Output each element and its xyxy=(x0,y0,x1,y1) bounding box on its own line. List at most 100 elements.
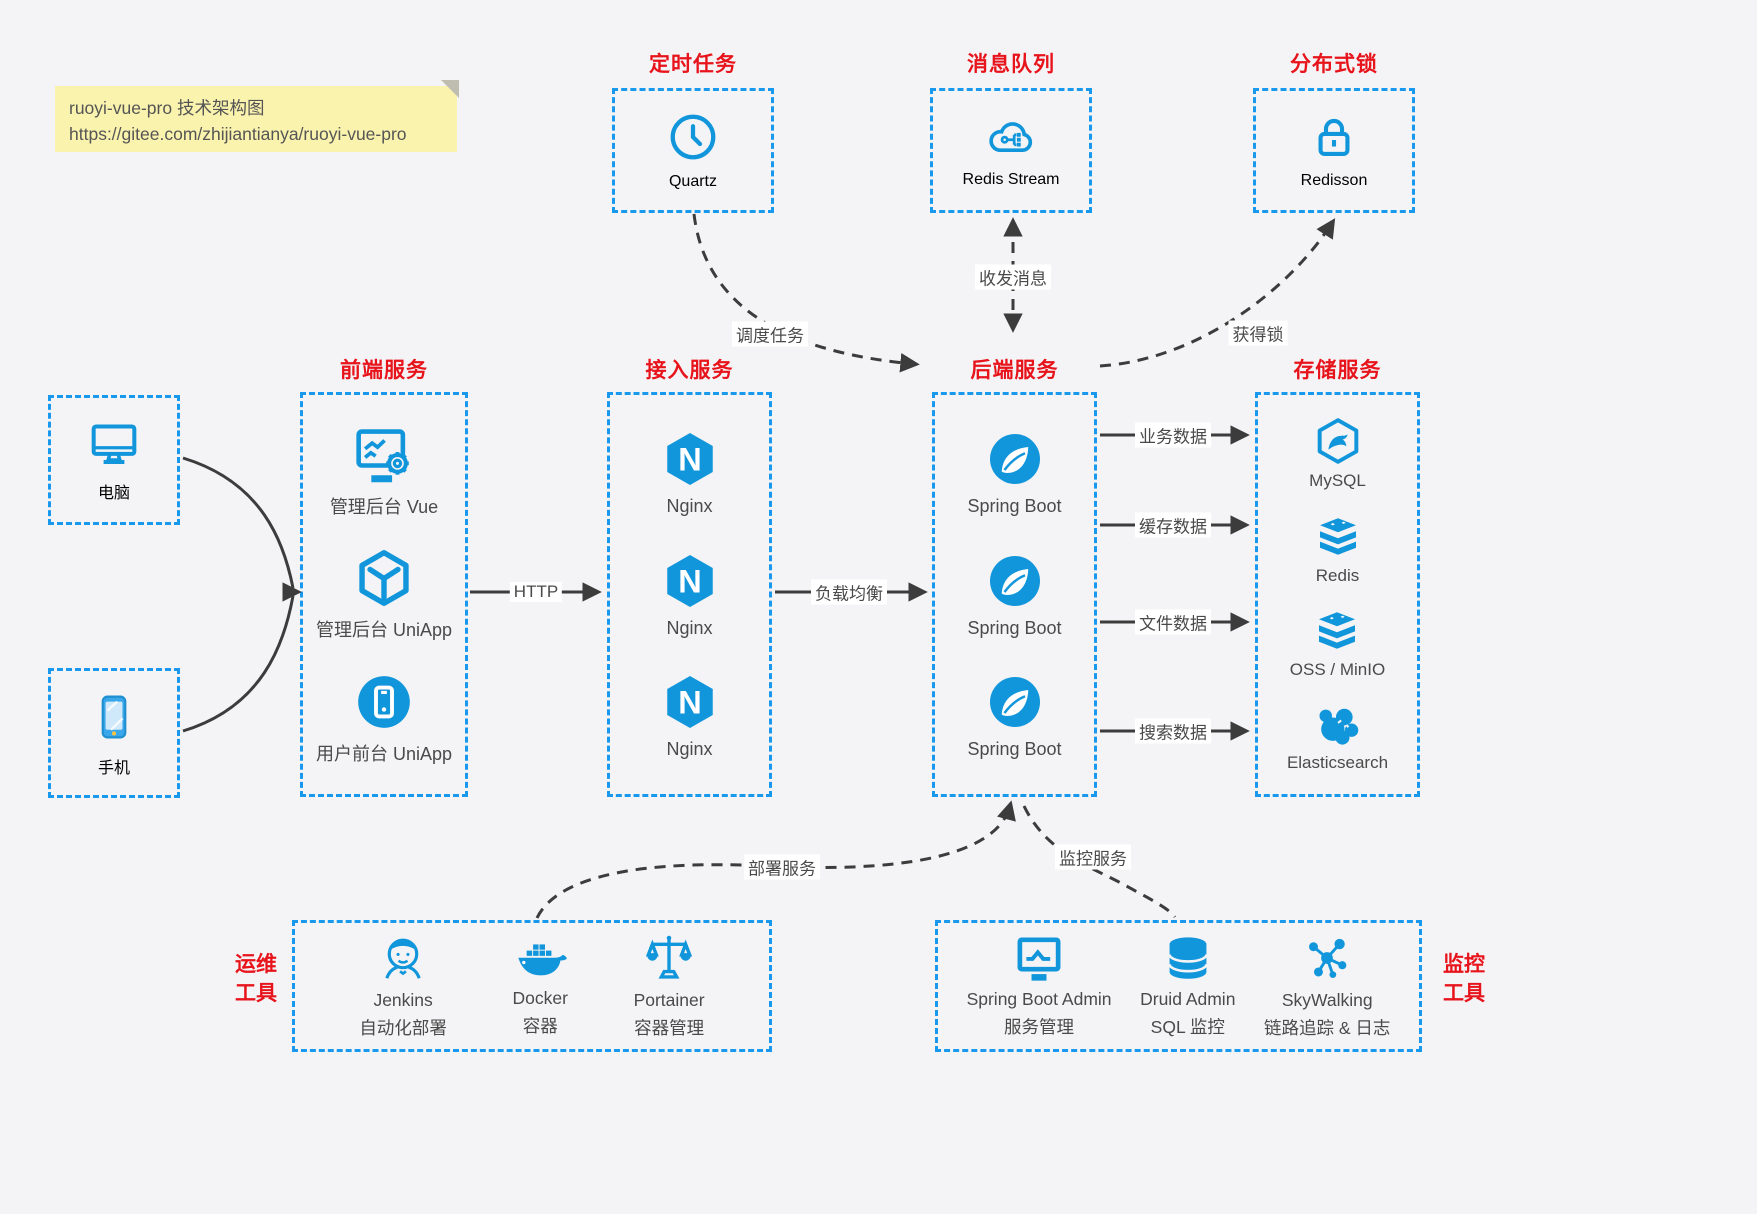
group-title-distributed-lock: 分布式锁 xyxy=(1290,53,1378,76)
node-redis: Redis xyxy=(1314,513,1362,586)
node-admin-uniapp: 管理后台 UniApp xyxy=(316,547,452,642)
clock-icon xyxy=(666,110,720,164)
edge-label-load-balance: 负载均衡 xyxy=(811,579,887,605)
node-nginx-3: N Nginx xyxy=(660,672,720,760)
ops-group-label-line2: 工具 xyxy=(235,982,277,1006)
group-title-scheduled-tasks: 定时任务 xyxy=(649,53,737,76)
edge-label-deploy-service: 部署服务 xyxy=(744,854,820,880)
desktop-icon xyxy=(85,418,143,470)
node-oss-minio: OSS / MinIO xyxy=(1290,607,1385,680)
column-title-backend: 后端服务 xyxy=(970,359,1059,382)
client-phone-box: 手机 xyxy=(48,668,180,798)
cube-icon xyxy=(353,547,415,609)
node-portainer: Portainer 容器管理 xyxy=(634,931,705,1040)
node-label: Redis Stream xyxy=(962,171,1060,188)
node-jenkins: Jenkins 自动化部署 xyxy=(359,931,447,1040)
quartz-box: Quartz xyxy=(612,88,774,213)
edge-label-cache-data: 缓存数据 xyxy=(1135,512,1211,538)
node-label: Spring Boot xyxy=(967,495,1062,516)
svg-text:N: N xyxy=(678,563,701,599)
node-label: Nginx xyxy=(666,617,713,638)
nginx-icon: N xyxy=(660,551,720,611)
edge-pc-to-frontend xyxy=(182,456,295,589)
column-title-frontend: 前端服务 xyxy=(340,359,428,382)
node-label: Nginx xyxy=(666,495,713,516)
node-label: 管理后台 Vue xyxy=(329,496,439,517)
node-docker: Docker 容器 xyxy=(511,933,569,1038)
node-label: Spring Boot xyxy=(967,617,1062,638)
ops-group-label: 运维 工具 xyxy=(228,950,284,1009)
note-url: https://gitee.com/zhijiantianya/ruoyi-vu… xyxy=(69,124,407,145)
monitor-tools-box: Spring Boot Admin 服务管理 Druid Admin SQL 监… xyxy=(935,920,1422,1052)
admin-vue-icon xyxy=(351,424,417,486)
svg-text:N: N xyxy=(678,441,701,477)
mobile-icon xyxy=(88,689,140,745)
node-label: 电脑 xyxy=(97,484,130,502)
node-label: OSS / MinIO xyxy=(1289,660,1386,680)
frontend-column: 管理后台 Vue 管理后台 UniApp 用户前台 UniApp xyxy=(300,392,468,797)
edge-acquire-lock-line xyxy=(1099,218,1336,368)
gateway-column: N Nginx N Nginx N Nginx xyxy=(607,392,772,797)
nginx-icon: N xyxy=(660,672,720,732)
docker-icon xyxy=(511,933,569,983)
node-desc: 容器管理 xyxy=(634,1018,705,1038)
column-title-storage: 存储服务 xyxy=(1293,359,1382,382)
monitor-group-label: 监控 工具 xyxy=(1436,950,1492,1009)
spring-icon xyxy=(985,551,1045,611)
ops-tools-box: Jenkins 自动化部署 Docker 容器 Portainer 容器管理 xyxy=(292,920,772,1052)
edge-label-acquire-lock: 获得锁 xyxy=(1228,320,1288,346)
edge-label-business-data: 业务数据 xyxy=(1135,422,1211,448)
edge-label-file-data: 文件数据 xyxy=(1135,609,1211,635)
node-label: Elasticsearch xyxy=(1286,752,1389,772)
elasticsearch-icon xyxy=(1312,702,1362,748)
app-circle-icon xyxy=(353,671,415,733)
sba-icon xyxy=(1011,932,1067,984)
node-springboot-1: Spring Boot xyxy=(967,429,1062,517)
storage-column: MySQL Redis OSS / MinIO Elasticsearch xyxy=(1255,392,1420,797)
monitor-group-label-line1: 监控 xyxy=(1443,953,1485,976)
sticky-note: ruoyi-vue-pro 技术架构图 https://gitee.com/zh… xyxy=(55,80,459,152)
node-springboot-3: Spring Boot xyxy=(967,672,1062,760)
node-desc: SQL 监控 xyxy=(1150,1017,1225,1037)
node-name: Docker xyxy=(512,988,568,1009)
node-label: 手机 xyxy=(97,759,130,777)
edge-label-search-data: 搜索数据 xyxy=(1135,718,1211,744)
jenkins-icon xyxy=(376,931,430,985)
edge-label-monitor-service: 监控服务 xyxy=(1055,844,1131,870)
redis-stack-icon xyxy=(1313,607,1361,655)
node-elasticsearch: Elasticsearch xyxy=(1287,702,1388,773)
portainer-icon xyxy=(642,931,696,985)
edge-label-http: HTTP xyxy=(509,582,563,602)
node-admin-vue: 管理后台 Vue xyxy=(330,424,438,519)
node-mysql: MySQL xyxy=(1309,416,1366,491)
node-label: Quartz xyxy=(668,173,717,190)
svg-text:N: N xyxy=(678,685,701,721)
monitor-group-label-line2: 工具 xyxy=(1443,982,1485,1006)
node-label: Spring Boot xyxy=(967,739,1062,760)
node-springboot-2: Spring Boot xyxy=(967,551,1062,639)
spring-icon xyxy=(985,429,1045,489)
column-title-gateway: 接入服务 xyxy=(645,359,734,382)
node-druid-admin: Druid Admin SQL 监控 xyxy=(1140,932,1235,1039)
node-skywalking: SkyWalking 链路追踪 & 日志 xyxy=(1264,931,1390,1040)
node-spring-boot-admin: Spring Boot Admin 服务管理 xyxy=(967,932,1112,1039)
redis-stack-icon xyxy=(1314,513,1362,561)
lock-icon xyxy=(1308,111,1360,163)
node-label: 管理后台 UniApp xyxy=(315,620,453,640)
ops-group-label-line1: 运维 xyxy=(235,953,277,976)
node-label: 用户前台 UniApp xyxy=(315,743,453,764)
node-label: Redis xyxy=(1315,565,1360,585)
spring-icon xyxy=(985,672,1045,732)
edge-label-message: 收发消息 xyxy=(975,264,1051,290)
node-nginx-2: N Nginx xyxy=(660,551,720,639)
group-title-message-queue: 消息队列 xyxy=(967,53,1055,76)
redis-stream-box: Redis Stream xyxy=(930,88,1092,213)
node-name: Spring Boot Admin xyxy=(966,989,1112,1010)
node-name: Jenkins xyxy=(373,990,433,1011)
node-name: SkyWalking xyxy=(1281,990,1373,1011)
node-desc: 容器 xyxy=(522,1016,558,1036)
client-pc-box: 电脑 xyxy=(48,395,180,525)
edge-phone-to-frontend xyxy=(182,595,295,733)
skywalking-icon xyxy=(1300,931,1354,985)
